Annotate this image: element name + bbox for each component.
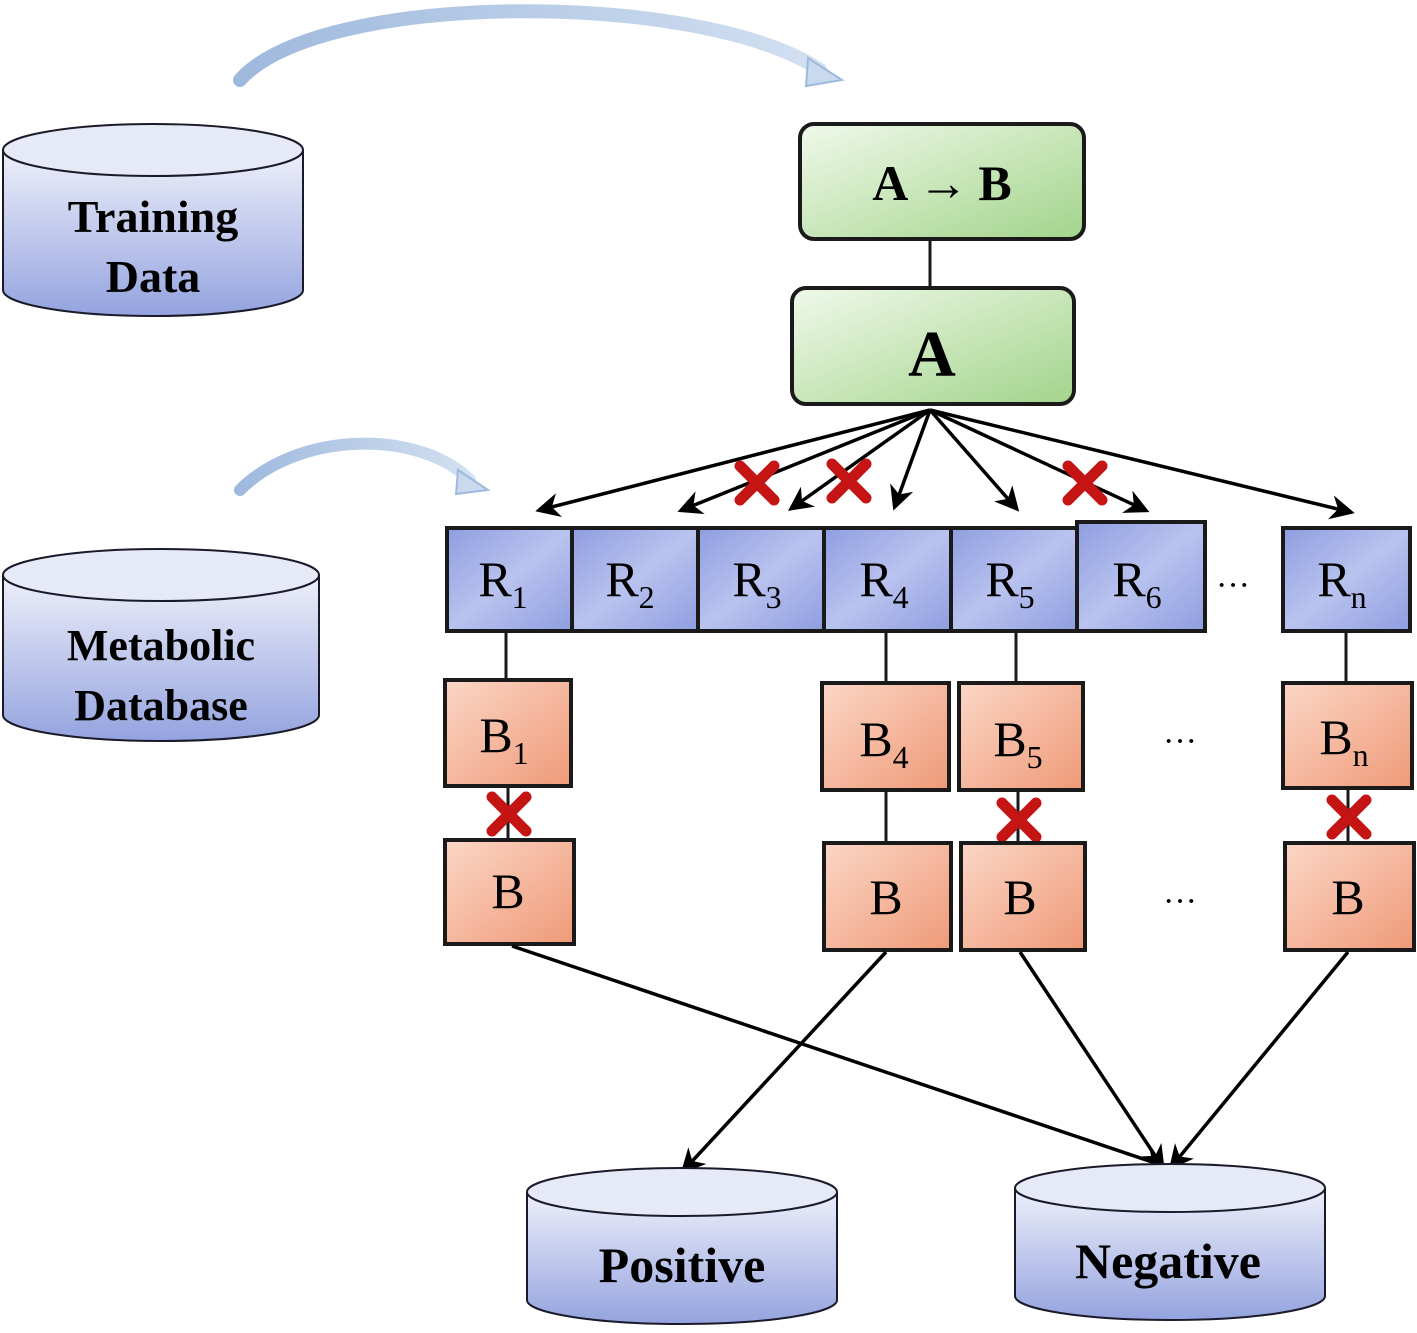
- arrow-a-to-r4: [890, 409, 932, 511]
- reaction-label-r1: R1: [478, 551, 527, 615]
- product-label-b4: B4: [859, 711, 908, 775]
- reaction-label-r2: R2: [605, 551, 654, 615]
- training-data-label-line1: Training: [68, 191, 238, 242]
- negative-database: Negative: [1014, 1163, 1326, 1321]
- target-row: B B B B ···: [443, 838, 1416, 952]
- rule-label: A→B: [872, 155, 1011, 211]
- arrow-a-to-r6: [929, 408, 1150, 513]
- arrow-target1-to-negative: [511, 944, 1169, 1172]
- product-box-bn: [1281, 681, 1414, 790]
- rule-box: A→B: [798, 122, 1086, 241]
- arrow-target4-to-positive: [680, 950, 888, 1174]
- reaction-box-r3: [696, 526, 826, 633]
- target-ellipsis: ···: [1163, 883, 1197, 920]
- reaction-ellipsis: ···: [1216, 567, 1250, 604]
- reject-mark-r6: [1062, 460, 1108, 506]
- product-label-b1: B1: [479, 707, 528, 771]
- product-box-b1: [443, 678, 573, 788]
- reject-mark-b1: [486, 791, 532, 837]
- product-row: B1 B4 B5 Bn ···: [443, 678, 1414, 792]
- positive-label: Positive: [599, 1237, 766, 1293]
- product-box-b5: [957, 681, 1085, 792]
- target-box-1: [443, 838, 576, 946]
- negative-label: Negative: [1075, 1233, 1261, 1289]
- reaction-row: R1 R2 R3 R4 R5 R6 Rn ···: [445, 520, 1412, 633]
- product-label-bn: Bn: [1319, 709, 1368, 773]
- product-target-connectors: [506, 786, 1350, 843]
- target-label-4: B: [869, 869, 902, 925]
- reject-mark-bn: [1326, 794, 1372, 840]
- product-label-b5: B5: [993, 711, 1042, 775]
- reject-mark-r2: [734, 460, 780, 506]
- target-box-5: [959, 841, 1087, 952]
- target-label-1: B: [491, 863, 524, 919]
- reaction-box-r1: [445, 526, 574, 633]
- reaction-box-rn: [1281, 526, 1412, 633]
- arrow-target5-to-negative: [1018, 951, 1165, 1171]
- reaction-box-r6: [1075, 520, 1207, 633]
- target-box-4: [822, 841, 953, 952]
- reaction-label-r4: R4: [859, 551, 908, 615]
- antecedent-box: A: [790, 286, 1076, 406]
- reaction-box-r5: [949, 526, 1079, 633]
- reaction-label-r6: R6: [1112, 551, 1161, 615]
- curved-arrow-middle: [234, 437, 491, 496]
- reaction-label-rn: Rn: [1317, 551, 1366, 615]
- metabolic-database-label-line1: Metabolic: [67, 621, 255, 670]
- fan-out-arrows: [535, 408, 1355, 520]
- reaction-label-r5: R5: [985, 551, 1034, 615]
- target-label-5: B: [1003, 869, 1036, 925]
- training-data-label-line2: Data: [106, 251, 201, 302]
- reaction-label-r3: R3: [732, 551, 781, 615]
- arrow-a-to-r3: [788, 408, 932, 511]
- arrow-a-to-rn: [929, 408, 1355, 520]
- reaction-product-connectors: [504, 633, 1348, 683]
- metabolic-database: Metabolic Database: [2, 548, 320, 742]
- reject-mark-b5: [996, 797, 1042, 843]
- product-ellipsis: ···: [1163, 723, 1197, 760]
- arrow-targetn-to-negative: [1168, 950, 1350, 1170]
- arrow-a-to-r2: [677, 408, 931, 515]
- reject-mark-r3: [826, 458, 872, 504]
- training-data-database: Training Data: [2, 123, 304, 317]
- arrow-a-to-r1: [535, 408, 931, 517]
- outcome-arrows: [511, 944, 1350, 1174]
- positive-database: Positive: [526, 1167, 838, 1325]
- target-label-n: B: [1331, 869, 1364, 925]
- antecedent-label: A: [908, 318, 956, 391]
- curved-arrow-top: [233, 4, 845, 88]
- arrow-a-to-r5: [928, 408, 1020, 512]
- reaction-box-r4: [822, 526, 953, 633]
- target-box-n: [1283, 841, 1416, 952]
- metabolic-database-label-line2: Database: [74, 681, 248, 730]
